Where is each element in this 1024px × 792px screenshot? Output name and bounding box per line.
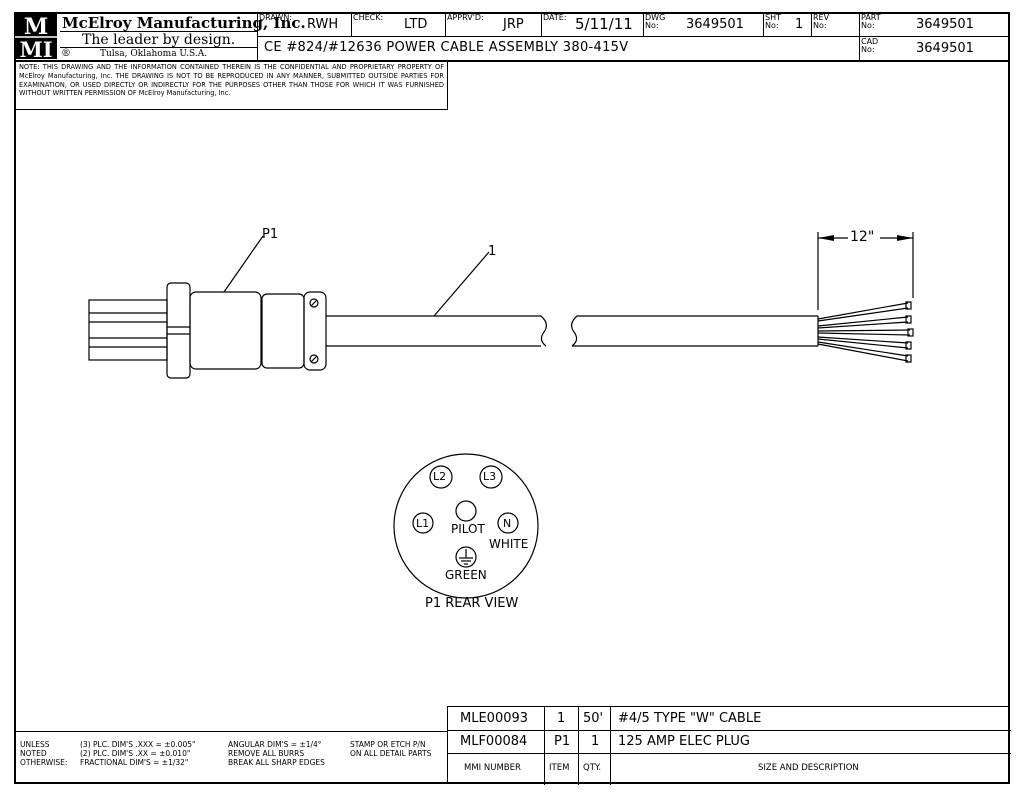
tol-otherwise: OTHERWISE: bbox=[20, 758, 68, 767]
sht-label: SHT No: bbox=[765, 13, 781, 30]
tol-unless: UNLESS bbox=[20, 740, 50, 749]
company-name: McElroy Manufacturing, Inc. bbox=[62, 14, 306, 32]
tol-detail: ON ALL DETAIL PARTS bbox=[350, 749, 432, 758]
sht-value: 1 bbox=[795, 17, 804, 32]
bom-mmi-number: MLE00093 bbox=[460, 711, 529, 726]
table-row: MLE00093 1 50' #4/5 TYPE "W" CABLE bbox=[448, 707, 1011, 730]
bom-item: P1 bbox=[554, 734, 571, 749]
company-logo: M MI bbox=[15, 13, 57, 62]
bom-mmi-number: MLF00084 bbox=[460, 734, 528, 749]
check-label: CHECK: bbox=[353, 13, 384, 22]
company-location: Tulsa, Oklahoma U.S.A. bbox=[100, 49, 208, 59]
table-row: MLF00084 P1 1 125 AMP ELEC PLUG bbox=[448, 731, 1011, 753]
date-label: DATE: bbox=[543, 13, 567, 22]
bom-qty: 1 bbox=[591, 734, 600, 749]
tol-3plc: (3) PLC. DIM'S .XXX = ±0.005" bbox=[80, 740, 196, 749]
dwg-value: 3649501 bbox=[686, 17, 744, 32]
registered-mark: ® bbox=[61, 48, 71, 59]
pin-l1: L1 bbox=[416, 517, 430, 530]
drawn-value: RWH bbox=[307, 17, 339, 32]
date-value: 5/11/11 bbox=[575, 15, 633, 33]
bom-qty: 50' bbox=[583, 711, 604, 726]
approved-label: APPRV'D: bbox=[447, 13, 484, 22]
part-label: PART No: bbox=[861, 13, 881, 30]
bom-header-qty: QTY. bbox=[583, 763, 602, 773]
tol-stamp: STAMP OR ETCH P/N bbox=[350, 740, 426, 749]
cad-value: 3649501 bbox=[916, 41, 974, 56]
pin-green-label: GREEN bbox=[445, 568, 487, 582]
dwg-label: DWG No: bbox=[645, 13, 666, 30]
bom-table: MLE00093 1 50' #4/5 TYPE "W" CABLE MLF00… bbox=[447, 706, 1011, 785]
bom-item: 1 bbox=[557, 711, 566, 726]
callout-p1: P1 bbox=[262, 227, 279, 242]
bom-description: 125 AMP ELEC PLUG bbox=[618, 734, 750, 749]
cad-label: CAD No: bbox=[861, 37, 879, 54]
svg-text:MI: MI bbox=[19, 37, 52, 59]
pin-n: N bbox=[503, 517, 512, 530]
bom-description: #4/5 TYPE "W" CABLE bbox=[618, 711, 762, 726]
tolerance-block: UNLESS NOTED OTHERWISE: (3) PLC. DIM'S .… bbox=[14, 731, 448, 784]
pin-l3: L3 bbox=[483, 470, 497, 483]
svg-text:M: M bbox=[24, 14, 48, 40]
drawing-title: CE #824/#12636 POWER CABLE ASSEMBLY 380-… bbox=[264, 40, 629, 55]
pin-l2: L2 bbox=[433, 470, 447, 483]
tol-edges: BREAK ALL SHARP EDGES bbox=[228, 758, 325, 767]
drawn-label: DRAWN: bbox=[259, 13, 293, 22]
confidential-note: NOTE: THIS DRAWING AND THE INFORMATION C… bbox=[19, 63, 444, 98]
bom-header-description: SIZE AND DESCRIPTION bbox=[758, 763, 859, 773]
tol-angular: ANGULAR DIM'S = ±1/4° bbox=[228, 740, 322, 749]
company-tagline: The leader by design. bbox=[82, 32, 236, 48]
pin-pilot-label: PILOT bbox=[451, 522, 485, 536]
callout-item-1: 1 bbox=[488, 244, 497, 259]
drawing-frame bbox=[14, 12, 1010, 784]
tol-fractional: FRACTIONAL DIM'S = ±1/32" bbox=[80, 758, 189, 767]
bom-header-item: ITEM bbox=[549, 763, 570, 773]
check-value: LTD bbox=[404, 17, 428, 32]
tol-noted: NOTED bbox=[20, 749, 47, 758]
pin-white-label: WHITE bbox=[489, 537, 529, 551]
part-value: 3649501 bbox=[916, 17, 974, 32]
tol-burrs: REMOVE ALL BURRS bbox=[228, 749, 305, 758]
tol-2plc: (2) PLC. DIM'S .XX = ±0.010" bbox=[80, 749, 191, 758]
approved-value: JRP bbox=[503, 17, 524, 32]
bom-header-row: MMI NUMBER ITEM QTY. SIZE AND DESCRIPTIO… bbox=[448, 754, 1011, 783]
rev-label: REV No: bbox=[813, 13, 830, 30]
dimension-12-inch: 12" bbox=[850, 229, 875, 245]
rear-view-caption: P1 REAR VIEW bbox=[425, 596, 519, 611]
confidential-note-box: NOTE: THIS DRAWING AND THE INFORMATION C… bbox=[14, 60, 448, 110]
title-block: M MI McElroy Manufacturing, Inc. The lea… bbox=[14, 12, 1010, 62]
bom-header-mmi-number: MMI NUMBER bbox=[464, 763, 521, 773]
